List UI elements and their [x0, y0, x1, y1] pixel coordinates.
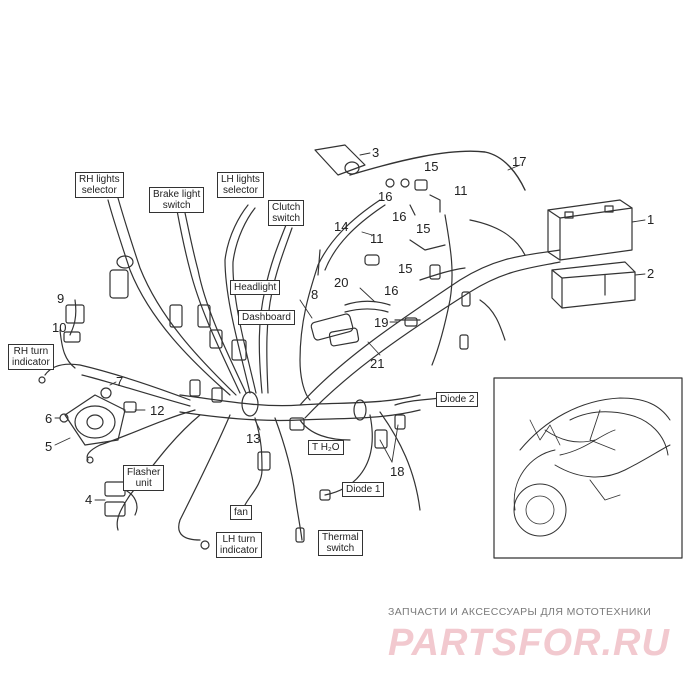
label-brake-light-switch: Brake light switch [149, 187, 205, 213]
callout-6: 6 [45, 411, 53, 426]
callout-16b: 16 [392, 209, 407, 224]
callout-19: 19 [374, 315, 389, 330]
label-lh-lights-selector: LH lights selector [217, 172, 264, 198]
battery [547, 199, 636, 309]
callout-3: 3 [372, 145, 380, 160]
label-rh-turn-indicator: RH turn indicator [8, 344, 54, 370]
main-harness [179, 249, 561, 422]
label-fan: fan [230, 505, 252, 520]
horn [59, 387, 137, 446]
relays [38, 304, 85, 384]
callout-21: 21 [370, 356, 385, 371]
callout-5: 5 [45, 439, 53, 454]
watermark-logo: PARTSFOR.RU [388, 622, 670, 664]
label-rh-lights-selector: RH lights selector [75, 172, 124, 198]
label-clutch-switch: Clutch switch [268, 200, 305, 226]
callout-2: 2 [647, 266, 655, 281]
label-diode-1: Diode 1 [342, 482, 385, 497]
callout-16a: 16 [378, 189, 393, 204]
callout-14: 14 [334, 219, 349, 234]
callout-7: 7 [116, 374, 124, 389]
watermark-subtitle: ЗАПЧАСТИ И АКСЕССУАРЫ ДЛЯ МОТОТЕХНИКИ [388, 606, 652, 618]
callout-11a: 11 [454, 183, 468, 198]
switch-connectors [109, 255, 247, 403]
callout-18: 18 [390, 464, 405, 479]
callout-17: 17 [512, 154, 527, 169]
fuse-cluster [310, 219, 526, 350]
callout-20: 20 [334, 275, 349, 290]
leader-lines [54, 152, 646, 501]
callout-12: 12 [150, 403, 165, 418]
inset-motorcycle [493, 377, 683, 559]
label-lh-turn-indicator: LH turn indicator [216, 532, 262, 558]
label-headlight: Headlight [230, 280, 281, 295]
label-thermal-switch: Thermal switch [318, 530, 363, 556]
callout-16c: 16 [384, 283, 399, 298]
switch-cables [107, 197, 293, 396]
callout-13: 13 [246, 431, 261, 446]
left-cables [44, 299, 231, 541]
callout-15c: 15 [398, 261, 413, 276]
callout-8: 8 [311, 287, 319, 302]
callout-1: 1 [647, 212, 655, 227]
label-t-h2o: T H₂O [308, 440, 344, 455]
callout-10: 10 [52, 320, 67, 335]
lower-connectors [86, 414, 406, 550]
callout-15a: 15 [424, 159, 439, 174]
callout-15b: 15 [416, 221, 431, 236]
callout-9: 9 [57, 291, 65, 306]
label-flasher-unit: Flasher unit [123, 465, 165, 491]
callout-4: 4 [85, 492, 93, 507]
label-diode-2: Diode 2 [436, 392, 479, 407]
upper-right-parts [299, 144, 526, 401]
lower-cables [244, 397, 441, 541]
label-dashboard: Dashboard [238, 310, 295, 325]
callout-11b: 11 [370, 231, 384, 246]
